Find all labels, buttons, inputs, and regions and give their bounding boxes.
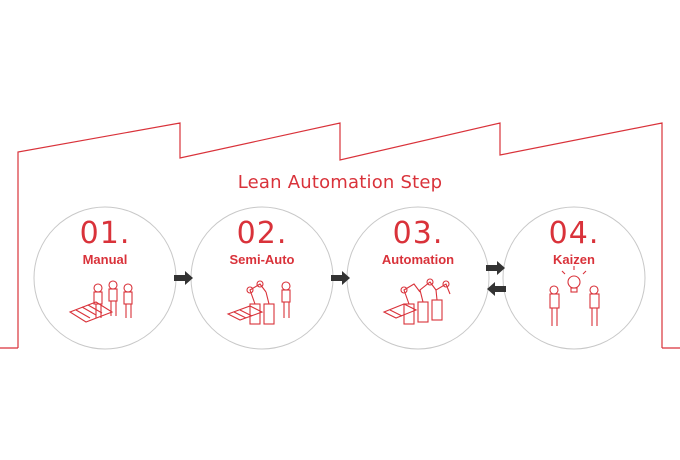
manual-workers-icon xyxy=(68,280,133,323)
step-number-1: 01. xyxy=(79,216,131,251)
step-number-3: 03. xyxy=(392,216,444,251)
step-number-2: 02. xyxy=(236,216,288,251)
semi-auto-robot-icon xyxy=(226,280,291,325)
diagram-title: Lean Automation Step xyxy=(237,172,443,193)
arrow-right-icon xyxy=(486,261,505,275)
automation-robots-icon xyxy=(382,278,451,325)
step-circle-4 xyxy=(502,206,646,350)
step-number-4: 04. xyxy=(548,216,600,251)
step-label-1: Manual xyxy=(82,252,128,267)
arrow-right-icon xyxy=(174,271,193,285)
arrow-right-icon xyxy=(331,271,350,285)
step-label-4: Kaizen xyxy=(553,252,595,267)
step-label-3: Automation xyxy=(381,252,455,267)
arrow-left-icon xyxy=(487,282,506,296)
step-label-2: Semi-Auto xyxy=(229,252,295,267)
factory-roof-outline xyxy=(17,122,663,348)
kaizen-idea-icon xyxy=(549,266,600,326)
